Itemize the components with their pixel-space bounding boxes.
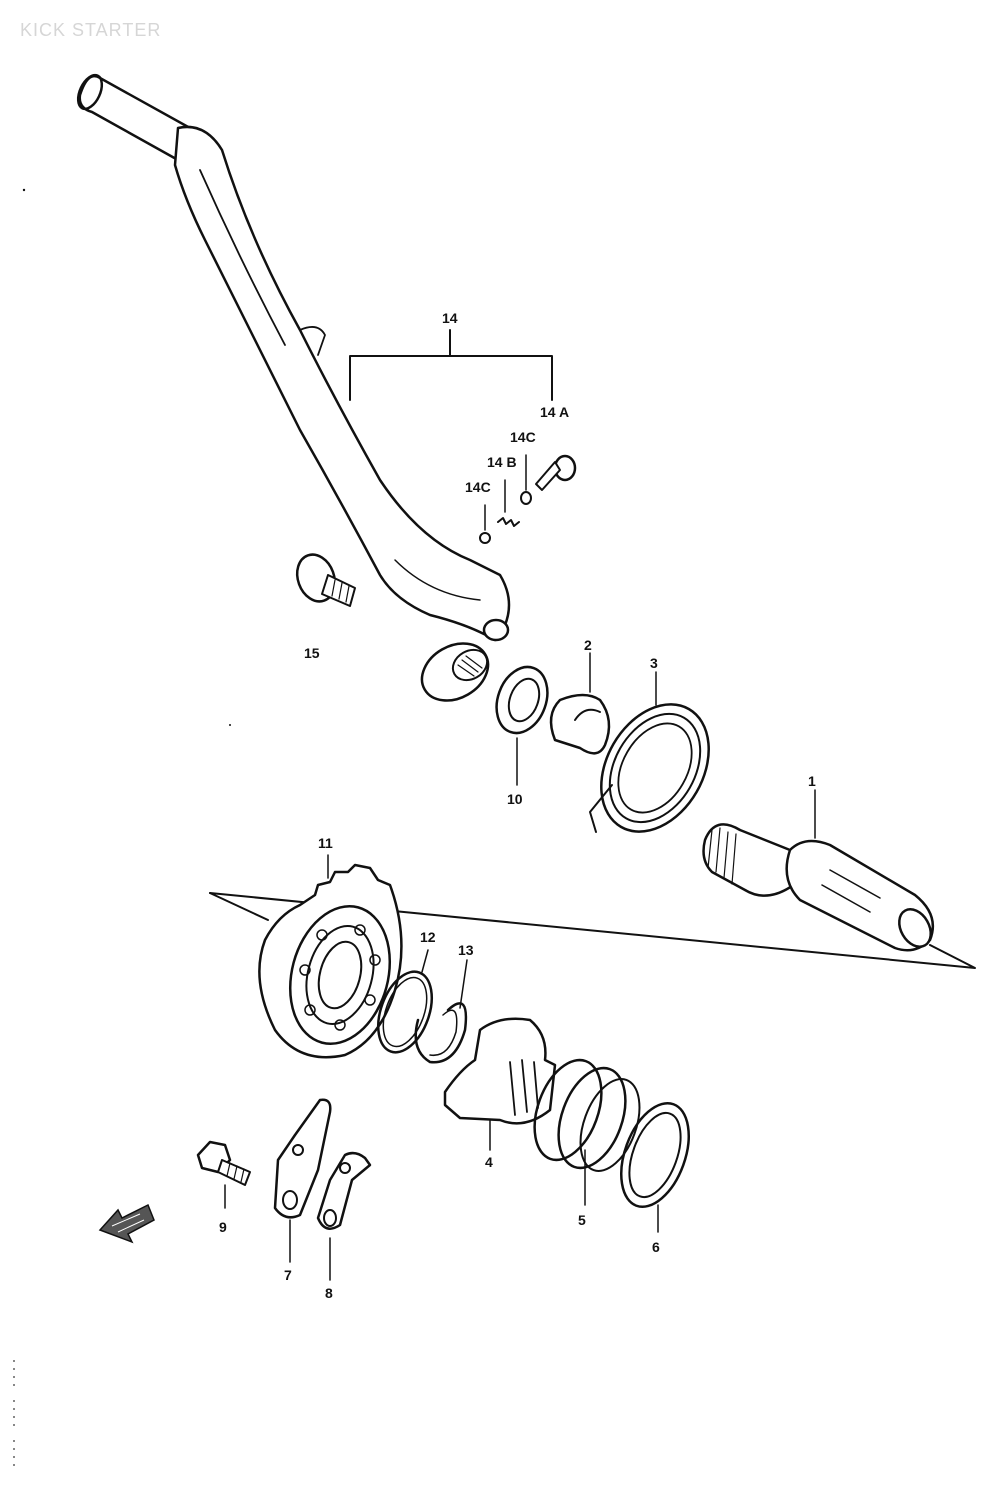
part-15-bolt [295,553,356,607]
part-14-bracket [349,329,553,401]
part-9-bolt [196,1140,251,1209]
part-8-plate [316,1151,372,1281]
callout-8: 8 [325,1285,333,1301]
callout-14b: 14 B [487,454,517,470]
callout-1: 1 [808,773,816,789]
callout-15: 15 [304,645,320,661]
callout-11: 11 [318,835,333,851]
part-2-guide [549,652,611,755]
part-14c-upper-washer [520,454,532,505]
callout-14c-lower: 14C [465,479,491,495]
callout-4: 4 [485,1154,493,1170]
part-14b-spring [497,479,520,527]
callout-7: 7 [284,1267,292,1283]
diagram-title: KICK STARTER [20,20,162,40]
part-10-seal [495,665,549,786]
part-12-circlip [377,949,433,1054]
front-direction-arrow-icon [98,1203,155,1244]
callout-14: 14 [442,310,458,326]
kick-lever [76,73,511,702]
part-14c-lower-washer [479,504,491,544]
callout-14a: 14 A [540,404,569,420]
scan-specks [13,188,231,1470]
callout-13: 13 [458,942,474,958]
callout-3: 3 [650,655,658,671]
callout-6: 6 [652,1239,660,1255]
part-11-gear [258,854,403,1059]
callout-12: 12 [420,929,436,945]
part-13-washer [414,959,468,1064]
callout-14c-upper: 14C [510,429,536,445]
alignment-line [209,892,976,969]
part-7-plate [273,1098,332,1263]
part-14a-screw [535,454,577,491]
callout-9: 9 [219,1219,227,1235]
callout-5: 5 [578,1212,586,1228]
part-4-kick-gear [443,1017,557,1151]
part-3-spring [589,671,710,833]
part-6-washer [620,1101,690,1233]
callout-2: 2 [584,637,592,653]
part-5-spring [533,1058,641,1206]
callout-10: 10 [507,791,523,807]
part-1-shaft [702,789,935,952]
